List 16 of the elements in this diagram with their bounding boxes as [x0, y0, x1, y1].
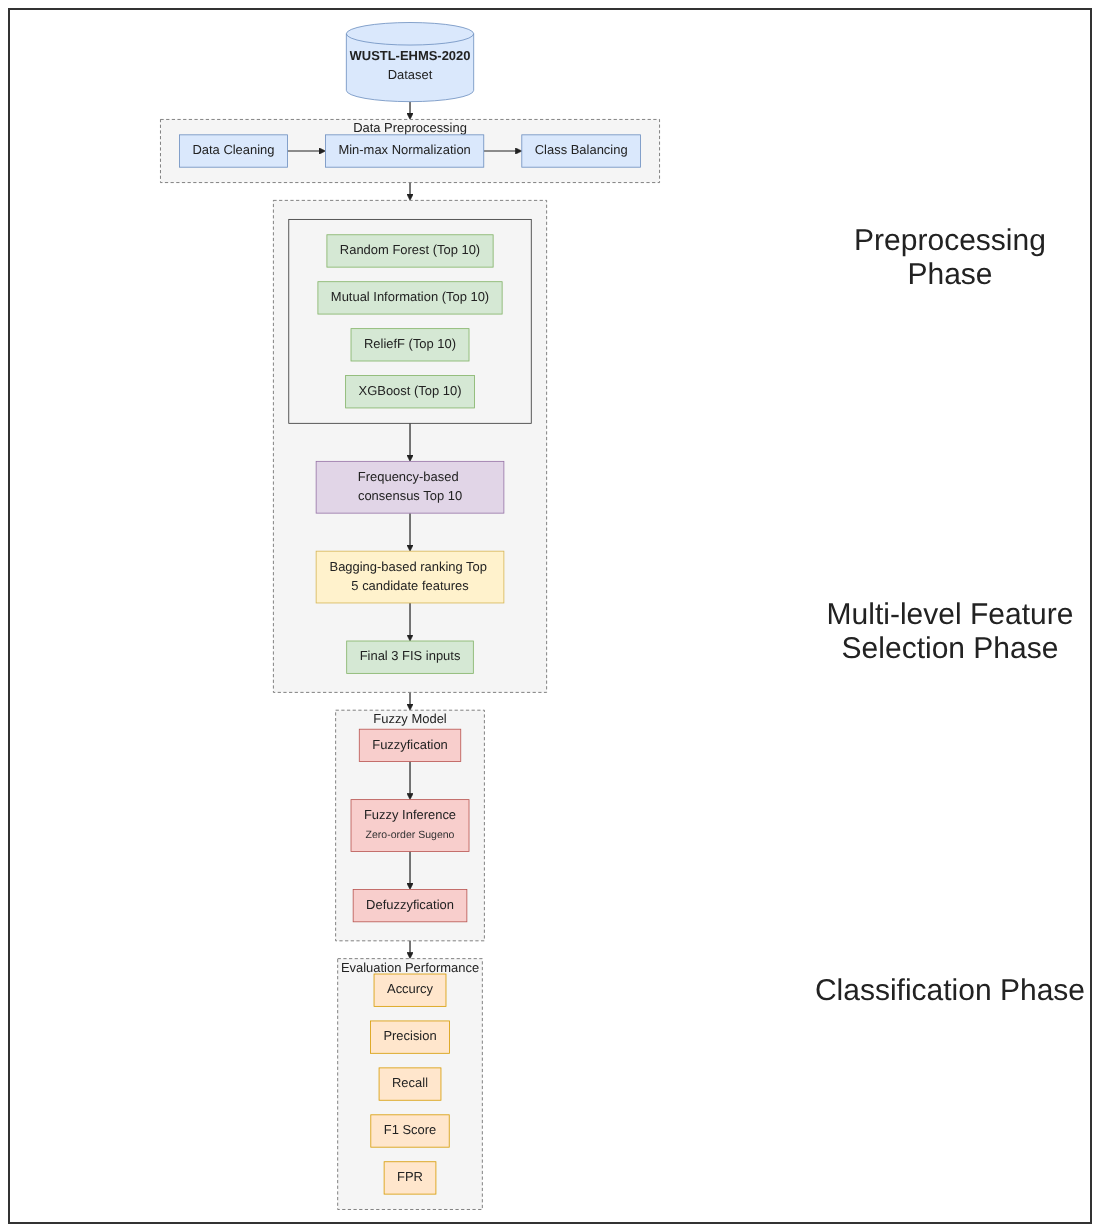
arrow	[406, 101, 414, 120]
arrow	[286, 147, 326, 155]
arrow	[406, 850, 414, 890]
arrow	[406, 422, 414, 462]
phase-label: Preprocessing Phase	[852, 223, 1048, 292]
phase-label: Classification Phase	[812, 974, 1088, 1009]
arrow	[406, 512, 414, 552]
phase-label: Multi-level Feature Selection Phase	[824, 598, 1076, 667]
arrow	[406, 602, 414, 642]
arrow	[483, 147, 523, 155]
arrow	[406, 940, 414, 959]
arrow	[406, 691, 414, 711]
arrow	[406, 760, 414, 800]
cluster	[272, 199, 547, 693]
cluster	[288, 219, 532, 424]
arrow	[406, 181, 414, 201]
